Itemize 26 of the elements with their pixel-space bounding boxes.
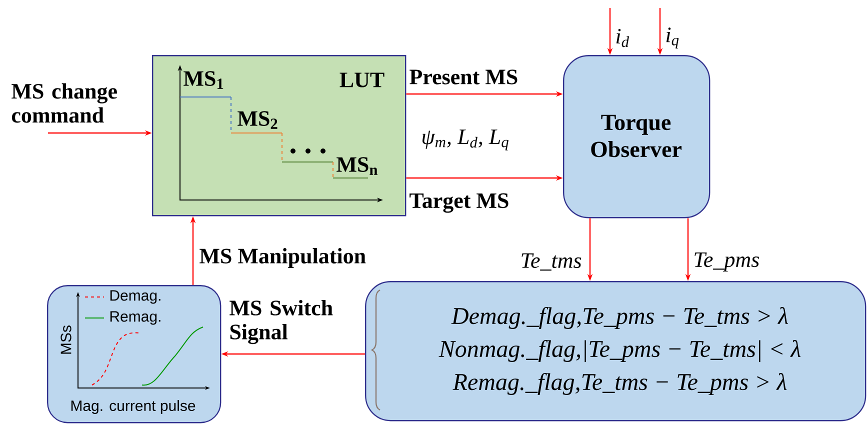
step-label: MS$_{2}$ bbox=[238, 111, 278, 129]
condition-formula: Demag._flag,Te_pms − Te_tms > λ bbox=[451, 307, 788, 330]
box-label: Torque Observer bbox=[591, 114, 682, 158]
step-label: MS$_{1}$ bbox=[184, 71, 224, 89]
condition-formula: Nonmag._flag,|Te_pms − Te_tms| < λ bbox=[438, 340, 801, 362]
edge-label: Target MS bbox=[410, 193, 508, 213]
edge-label: i$_{q}$ bbox=[666, 28, 679, 48]
table-label: LUT bbox=[340, 72, 384, 88]
plot-box bbox=[47, 285, 222, 424]
legend-text: Remag. bbox=[110, 311, 160, 325]
legend-text: Demag. bbox=[110, 290, 160, 304]
parameter-label: ψ$_{m}$, L$_{d}$, L$_{q}$ bbox=[422, 130, 508, 150]
process-box bbox=[563, 55, 710, 218]
lookup-table-box bbox=[152, 55, 406, 216]
edge-label: MS change command bbox=[12, 83, 117, 123]
axis-label: Mag. current pulse bbox=[71, 400, 196, 414]
edge-label: MS Manipulation bbox=[200, 248, 366, 268]
edge-label: Te_tms bbox=[522, 253, 582, 271]
axis-label: MSs bbox=[60, 326, 72, 354]
step-label: MS$_{n}$ bbox=[336, 157, 378, 175]
edge-label: Present MS bbox=[410, 70, 518, 84]
edge-label: Te_pms bbox=[694, 252, 759, 272]
condition-box bbox=[365, 281, 866, 422]
condition-formula: Remag._flag,Te_tms − Te_pms > λ bbox=[452, 373, 787, 396]
edge-label: MS Switch Signal bbox=[230, 300, 333, 344]
edge-label: i$_{d}$ bbox=[616, 28, 630, 48]
